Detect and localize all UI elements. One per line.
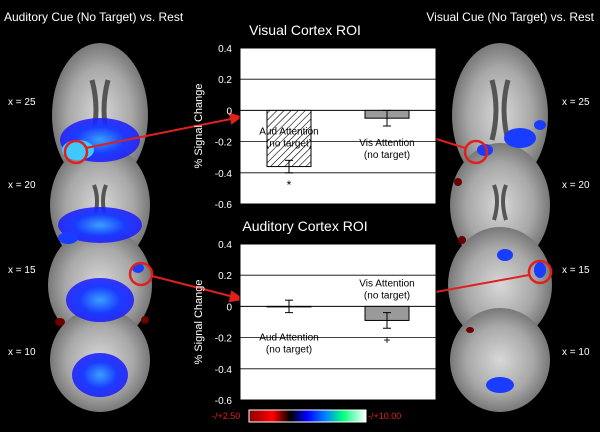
left-brain-column — [48, 43, 152, 412]
y-tick-label: -0.4 — [215, 365, 233, 376]
roi-circle-left-bottom — [128, 261, 154, 287]
chart-title: Auditory Cortex ROI — [242, 218, 368, 234]
right-brain-column — [448, 43, 552, 412]
bar-label-line2: (no target) — [266, 345, 312, 356]
bar-label-line2: (no target) — [364, 150, 410, 161]
y-tick-label: -0.2 — [215, 334, 233, 345]
y-tick-label: 0 — [226, 302, 232, 313]
right-slice-label-4: x = 10 — [562, 347, 590, 358]
bar-label-line1: Vis Attention — [359, 279, 414, 290]
y-axis-label: % Signal Change — [193, 83, 205, 168]
colorbar-min-label: -/+2.50 — [212, 411, 241, 421]
y-tick-label: 0.2 — [218, 271, 232, 282]
roi-circle-left-top — [63, 139, 89, 165]
bar-label-line1: Aud Attention — [259, 126, 319, 137]
left-slice-label-2: x = 20 — [8, 180, 36, 191]
roi-circle-right-bottom — [527, 259, 553, 285]
arrow-left-bottom — [151, 275, 239, 299]
y-tick-label: 0 — [226, 106, 232, 117]
bar-label-line1: Aud Attention — [259, 333, 319, 344]
colorbar-max-label: -/+10.00 — [368, 411, 402, 421]
bar — [266, 109, 312, 168]
colorbar — [248, 409, 367, 423]
chart-auditory-cortex: Auditory Cortex ROI 0.4 0.2 0 -0.2 -0.4 -0.6%… — [160, 218, 450, 408]
arrow-left-top — [85, 117, 237, 149]
y-tick-label: 0.4 — [218, 240, 232, 251]
significance-marker: + — [383, 333, 390, 347]
y-tick-label: 0.2 — [218, 75, 232, 86]
y-tick-label: -0.6 — [215, 200, 233, 211]
right-header-title: Visual Cue (No Target) vs. Rest — [426, 10, 594, 24]
y-tick-label: -0.6 — [215, 396, 233, 407]
chart-title: Visual Cortex ROI — [249, 22, 361, 38]
left-header-title: Auditory Cue (No Target) vs. Rest — [4, 10, 184, 24]
right-slice-label-2: x = 20 — [562, 180, 590, 191]
significance-marker: * — [287, 178, 292, 192]
right-slice-3 — [448, 227, 552, 343]
bar-label-line1: Vis Attention — [359, 138, 414, 149]
left-slice-label-4: x = 10 — [8, 347, 36, 358]
left-slice-label-1: x = 25 — [8, 97, 36, 108]
plot-area — [239, 243, 437, 401]
right-slice-label-1: x = 25 — [562, 97, 590, 108]
right-slice-label-3: x = 15 — [562, 265, 590, 276]
y-axis-label: % Signal Change — [193, 279, 205, 364]
right-slice-4 — [450, 308, 550, 412]
roi-circle-right-top — [463, 139, 489, 165]
left-slice-label-3: x = 15 — [8, 265, 36, 276]
chart-visual-cortex: Visual Cortex ROI 0.4 0.2 0 -0.2 -0.4 -0.6 % S… — [160, 22, 450, 212]
y-tick-label: -0.2 — [215, 138, 233, 149]
y-tick-label: 0.4 — [218, 44, 232, 55]
bar-label-line2: (no target) — [364, 291, 410, 302]
y-tick-label: -0.4 — [215, 169, 233, 180]
bar-label-line2: (no target) — [266, 138, 312, 149]
